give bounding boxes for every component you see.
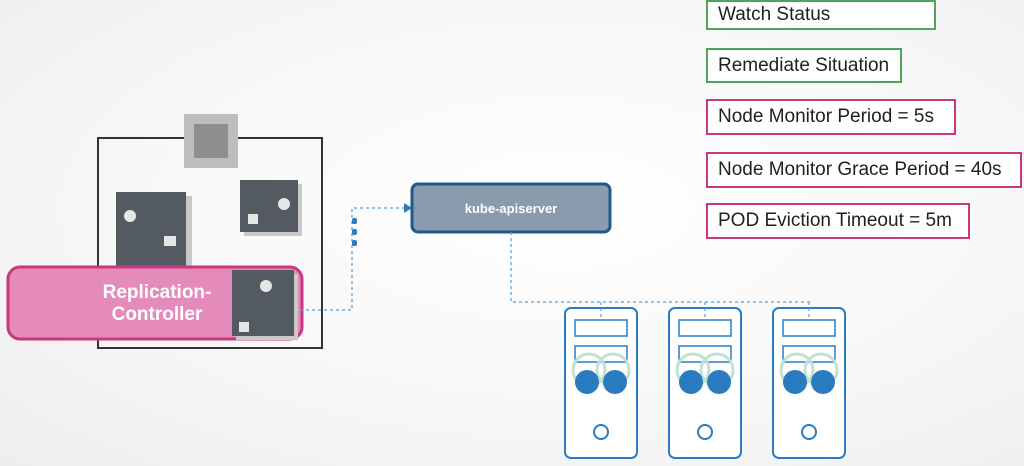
replication-controller-label: Replication- Controller <box>102 282 212 325</box>
pod-eviction-timeout-box: POD Eviction Timeout = 5m <box>706 203 970 239</box>
node-server-icon[interactable] <box>564 307 638 459</box>
node-server-icon[interactable] <box>668 307 742 459</box>
apiserver-connector <box>510 232 812 303</box>
replication-controller-box[interactable] <box>6 265 304 341</box>
activity-indicator-icon <box>352 218 357 246</box>
node-server-icon[interactable] <box>772 307 846 459</box>
remediate-situation-box: Remediate Situation <box>706 48 902 83</box>
top-block-icon <box>184 114 238 168</box>
arrow-head-icon <box>404 203 412 213</box>
pod-icon <box>116 192 192 276</box>
kube-apiserver-label: kube-apiserver <box>464 200 558 216</box>
node-monitor-period-box: Node Monitor Period = 5s <box>706 99 956 135</box>
node-monitor-grace-period-box: Node Monitor Grace Period = 40s <box>706 152 1022 188</box>
watch-status-box: Watch Status <box>706 0 936 30</box>
pod-icon <box>240 180 302 236</box>
pod-icon <box>232 270 298 340</box>
controller-connector <box>300 207 404 311</box>
